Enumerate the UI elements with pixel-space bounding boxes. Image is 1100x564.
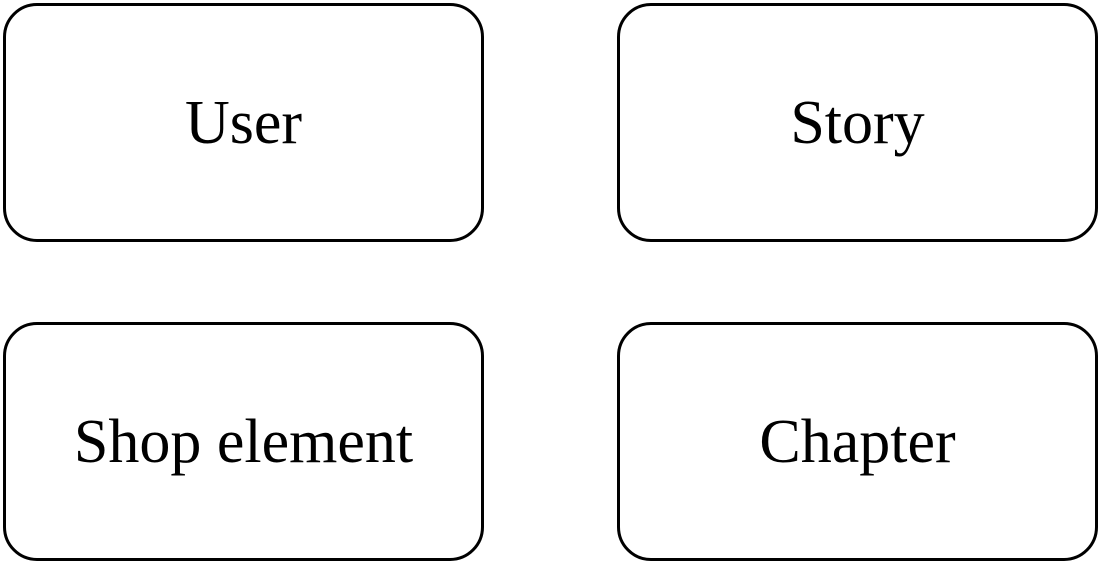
entity-label: Story — [790, 88, 925, 157]
entity-label: Shop element — [73, 407, 414, 476]
entity-label: User — [184, 88, 303, 157]
entity-box-story: Story — [617, 3, 1098, 242]
entity-box-user: User — [3, 3, 484, 242]
entity-label: Chapter — [759, 407, 956, 476]
entity-box-chapter: Chapter — [617, 322, 1098, 561]
entity-box-shop-element: Shop element — [3, 322, 484, 561]
